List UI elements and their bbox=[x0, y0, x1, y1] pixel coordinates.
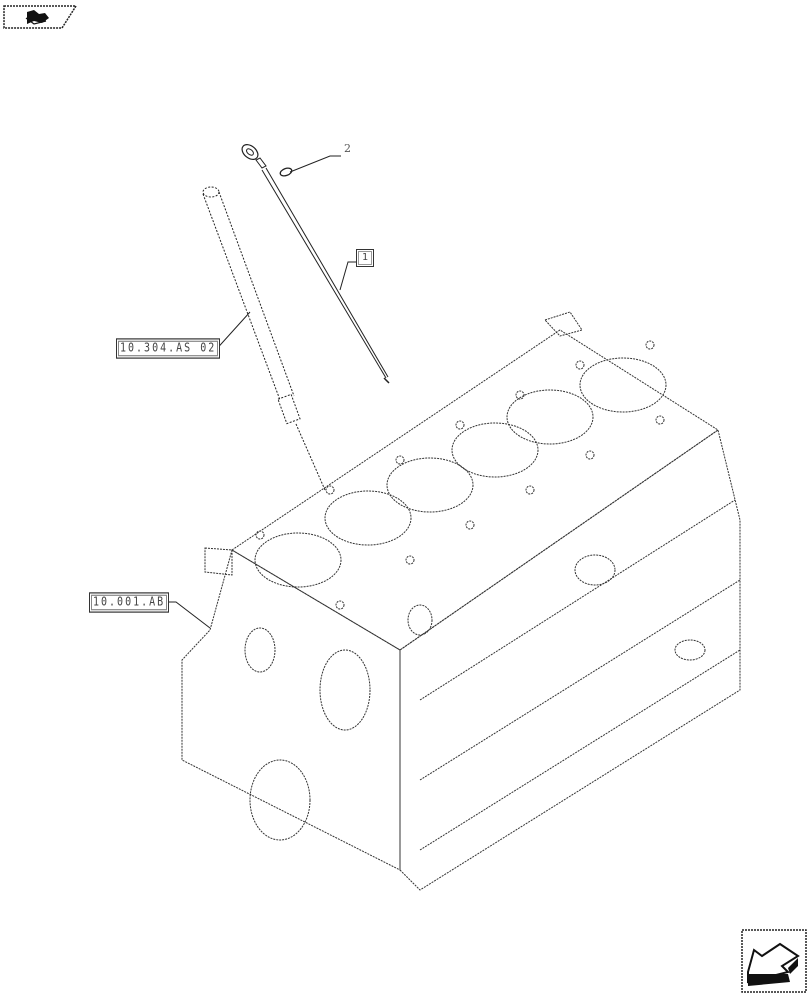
leader-ref-10001 bbox=[168, 601, 211, 629]
arrow-next-icon bbox=[741, 929, 807, 993]
dipstick-part bbox=[241, 144, 390, 384]
callout-1[interactable]: 1 bbox=[356, 249, 374, 267]
o-ring-part bbox=[279, 167, 293, 177]
book-back-icon bbox=[3, 5, 78, 29]
engine-block-part bbox=[181, 311, 741, 891]
reference-link-engine-block[interactable]: 10.001.AB bbox=[89, 592, 170, 613]
leader-callout-1 bbox=[339, 261, 356, 291]
reference-link-guide-tube[interactable]: 10.304.AS 02 bbox=[116, 338, 221, 359]
next-page-button[interactable] bbox=[740, 928, 808, 994]
guide-tube-part bbox=[202, 186, 326, 491]
leader-callout-2 bbox=[289, 155, 341, 173]
previous-page-button[interactable] bbox=[2, 4, 78, 30]
callout-2[interactable]: 2 bbox=[344, 142, 351, 155]
